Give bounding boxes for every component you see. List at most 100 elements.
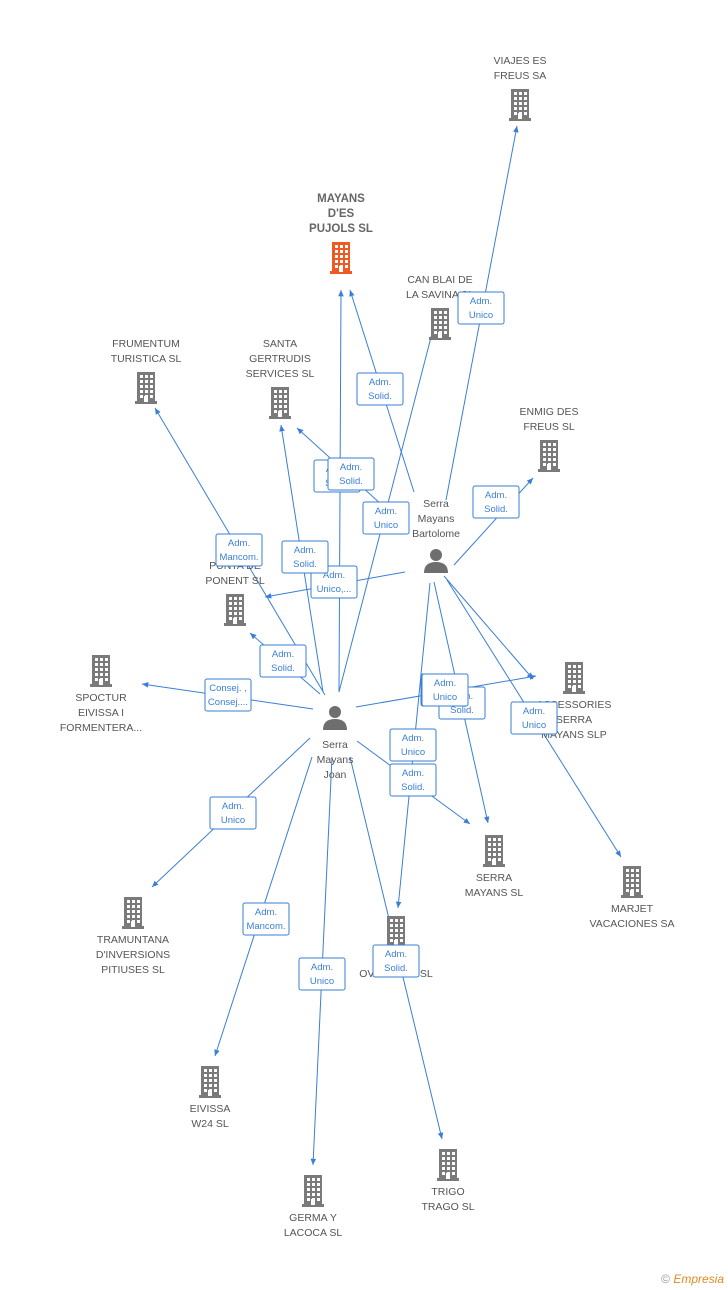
node-label: PUJOLS SL — [309, 223, 373, 235]
node-label: LACOCA SL — [284, 1227, 343, 1239]
company-node-frumentum[interactable]: FRUMENTUM TURISTICA SL — [111, 338, 182, 404]
edge-role-badge[interactable]: Adm.Solid. — [281, 540, 329, 574]
building-icon — [621, 866, 643, 898]
edge-role-badge[interactable]: Adm. Unico,... — [310, 565, 358, 599]
node-label: FRUMENTUM — [112, 338, 180, 350]
building-icon — [330, 242, 352, 274]
node-label: LA SAVINA SL — [406, 289, 474, 301]
node-label: PONENT SL — [205, 575, 264, 587]
node-label: PITIUSES SL — [101, 964, 165, 976]
edge-role-badge[interactable]: Consej. , Consej.... — [204, 678, 252, 712]
node-label: VIAJES ES — [493, 55, 546, 67]
edge-role-text: Unico — [310, 976, 334, 987]
building-icon — [509, 89, 531, 121]
edge-role-text: Adm. — [369, 377, 391, 388]
node-label: MAYANS SLP — [541, 729, 607, 741]
edge-role-badge[interactable]: Adm. Solid. — [356, 372, 404, 406]
edge-role-text: Adm. — [485, 490, 507, 501]
edge-role-text: Mancom. — [246, 921, 285, 932]
edge-role-text: Adm. — [385, 949, 407, 960]
building-icon — [135, 372, 157, 404]
edge-role-badge[interactable]: Adm.Solid. — [327, 457, 375, 491]
edge-role-badge[interactable]: Adm.Unico — [389, 728, 437, 762]
building-icon — [385, 916, 407, 948]
edge-role-text: Mancom. — [219, 552, 258, 563]
company-node-viajes_es_freus[interactable]: VIAJES ES FREUS SA — [493, 55, 547, 121]
node-label: SERRA — [476, 872, 512, 884]
person-icon — [424, 549, 448, 573]
edge-role-text: Unico — [469, 310, 493, 321]
node-label: MAYANS SL — [465, 887, 524, 899]
node-label: FREUS SL — [523, 421, 575, 433]
edge-role-badge[interactable]: Adm.Solid. — [259, 644, 307, 678]
edge-role-badge[interactable]: Adm. Solid. — [472, 485, 520, 519]
badges-layer: Adm.UnicoAdm.Solid.Adm.Solid.Adm.Solid.A… — [204, 291, 558, 991]
brand-logo: Empresia — [673, 1272, 724, 1286]
node-label: Mayans — [418, 513, 455, 525]
edge-role-badge[interactable]: Adm.Unico — [457, 291, 505, 325]
node-label: W24 SL — [191, 1118, 229, 1130]
edge-role-badge[interactable]: Adm.Mancom. — [215, 533, 263, 567]
building-icon — [429, 308, 451, 340]
edge-serra_bartolome-to-enmig — [453, 477, 534, 566]
edge-role-badge[interactable]: Adm.Unico — [362, 501, 410, 535]
edge-role-text: Unico — [401, 747, 425, 758]
building-icon — [437, 1149, 459, 1181]
node-label: MARJET — [611, 903, 654, 915]
edge-role-text: Unico,... — [317, 584, 352, 595]
node-label: SANTA — [263, 338, 297, 350]
edge-role-text: Adm. — [222, 801, 244, 812]
edge-role-text: Consej.... — [208, 697, 248, 708]
edge-role-text: Unico — [522, 720, 546, 731]
node-label: SERRA — [556, 714, 592, 726]
edge-role-text: Solid. — [368, 391, 392, 402]
footer-brand: © Empresia — [661, 1272, 724, 1286]
edge-role-text: Solid. — [450, 705, 474, 716]
building-icon — [269, 387, 291, 419]
edge-role-text: Adm. — [402, 768, 424, 779]
node-label: Joan — [324, 769, 347, 781]
edge-role-text: Unico — [221, 815, 245, 826]
node-label: TURISTICA SL — [111, 353, 182, 365]
edge-serra_bartolome-to-assessories — [443, 575, 534, 680]
company-node-ponent[interactable]: PUNTA DEPONENT SL — [205, 560, 265, 626]
node-label: Bartolome — [412, 528, 460, 540]
building-icon — [90, 655, 112, 687]
node-label: TRAGO SL — [421, 1201, 474, 1213]
building-icon — [563, 662, 585, 694]
building-icon — [483, 835, 505, 867]
edge-role-text: Solid. — [484, 504, 508, 515]
company-node-serra_mayans_sl[interactable]: SERRA MAYANS SL — [465, 835, 524, 899]
node-label: TRIGO — [431, 1186, 464, 1198]
edge-role-text: Consej. , — [209, 683, 247, 694]
building-icon — [224, 594, 246, 626]
edge-role-text: Adm. — [323, 570, 345, 581]
edge-role-text: Adm. — [311, 962, 333, 973]
node-label: FREUS SA — [494, 70, 547, 82]
edge-role-badge[interactable]: Adm. Unico — [298, 957, 346, 991]
node-label: Serra — [423, 498, 449, 510]
building-icon — [302, 1175, 324, 1207]
edge-role-badge[interactable]: Adm.Mancom. — [242, 902, 290, 936]
edge-role-badge[interactable]: Adm. Solid. — [389, 763, 437, 797]
edge-role-badge[interactable]: Adm.Unico — [421, 673, 469, 707]
company-node-trigo[interactable]: TRIGO TRAGO SL — [421, 1149, 475, 1213]
edge-role-badge[interactable]: Adm. Unico — [209, 796, 257, 830]
edge-role-text: Adm. — [294, 545, 316, 556]
edge-role-text: Unico — [374, 520, 398, 531]
edge-role-badge[interactable]: Adm.Unico — [510, 701, 558, 735]
edge-role-badge[interactable]: Adm.Solid. — [372, 944, 420, 978]
edge-role-text: Solid. — [401, 782, 425, 793]
